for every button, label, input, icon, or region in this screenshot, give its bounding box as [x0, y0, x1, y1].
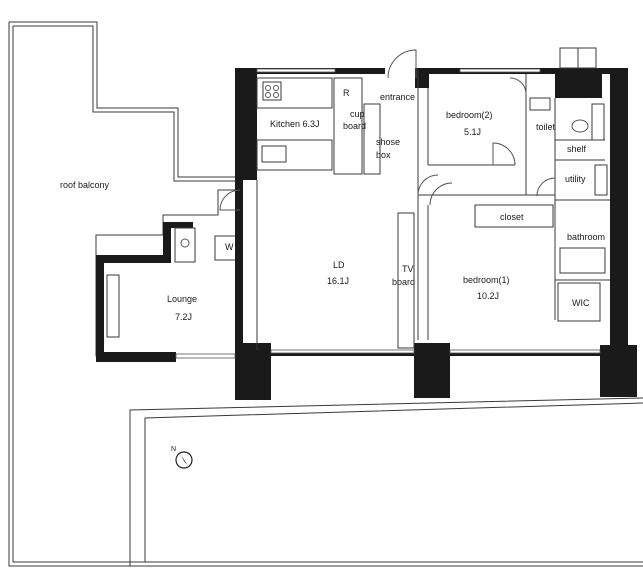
- label-bedroom1-name: bedroom(1): [463, 275, 510, 285]
- label-cupboard-1: cup: [350, 109, 365, 119]
- label-toilet: toilet: [536, 122, 556, 132]
- lounge-walls: [96, 222, 242, 362]
- label-wic: WIC: [572, 298, 590, 308]
- label-lounge-name: Lounge: [167, 294, 197, 304]
- label-bedroom2-name: bedroom(2): [446, 110, 493, 120]
- north-compass-icon: N: [171, 446, 193, 469]
- room-labels: roof balcony Kitchen 6.3J R cup board en…: [60, 88, 605, 322]
- label-entrance: entrance: [380, 92, 415, 102]
- compass-north-letter: N: [171, 446, 176, 453]
- door-swings: [219, 49, 556, 211]
- label-tv-board-2: board: [392, 277, 415, 287]
- label-tv-board-1: TV: [402, 264, 414, 274]
- label-kitchen: Kitchen 6.3J: [270, 119, 320, 129]
- label-closet: closet: [500, 212, 524, 222]
- label-shoe-box-2: box: [376, 150, 391, 160]
- roof-balcony-outline: [8, 21, 643, 567]
- interior-walls: [256, 47, 610, 350]
- label-cupboard-2: board: [343, 121, 366, 131]
- windows: [175, 68, 601, 359]
- label-shelf: shelf: [567, 144, 587, 154]
- label-washer: W: [225, 242, 234, 252]
- label-bathroom: bathroom: [567, 232, 605, 242]
- label-roof-balcony: roof balcony: [60, 180, 110, 190]
- label-bedroom1-size: 10.2J: [477, 291, 499, 301]
- label-bedroom2-size: 5.1J: [464, 127, 481, 137]
- label-ld-size: 16.1J: [327, 276, 349, 286]
- label-fridge: R: [343, 88, 350, 98]
- label-ld-name: LD: [333, 260, 345, 270]
- label-shoe-box-1: shose: [376, 137, 400, 147]
- label-utility: utility: [565, 174, 586, 184]
- label-lounge-size: 7.2J: [175, 312, 192, 322]
